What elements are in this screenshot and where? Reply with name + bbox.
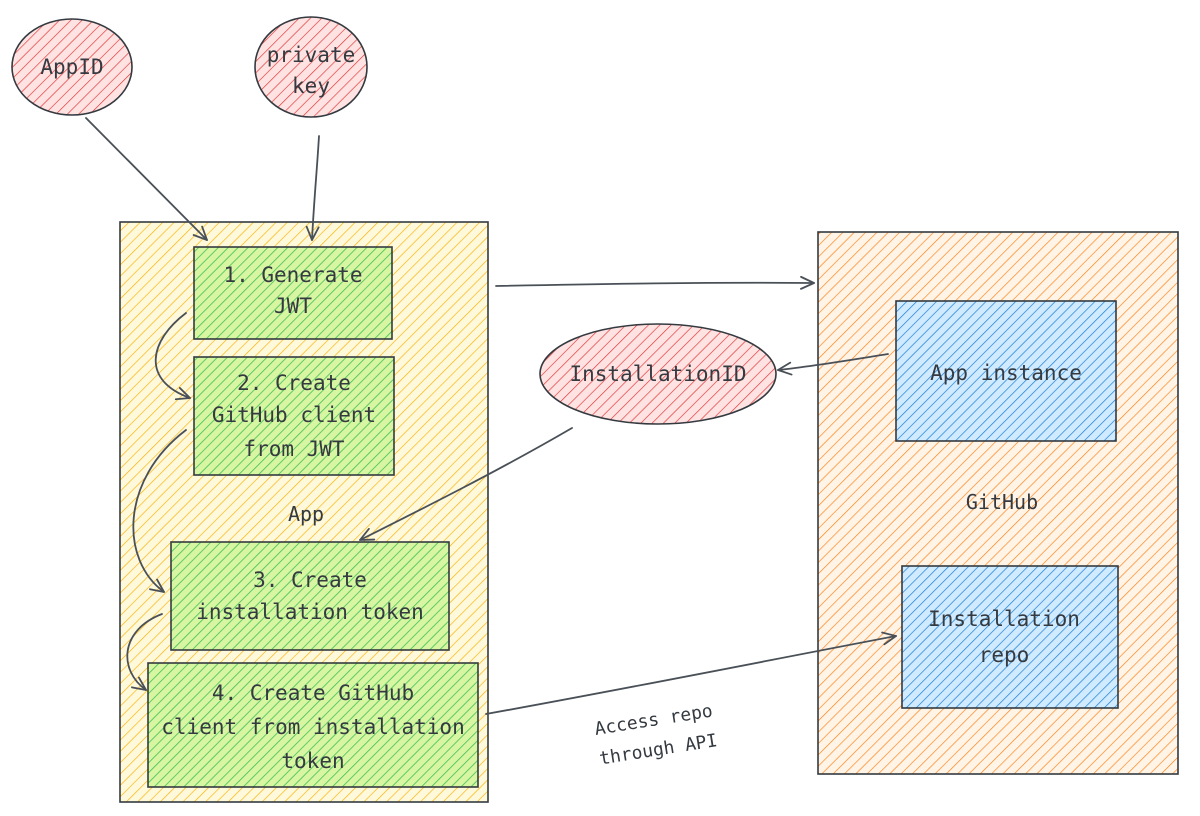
- step-generate-jwt-line2: JWT: [274, 294, 312, 318]
- access-repo-edge-label: Access repo through API: [593, 700, 719, 769]
- app-instance-label: App instance: [930, 361, 1082, 385]
- installation-repo-line2: repo: [979, 643, 1030, 667]
- step-client-from-token-line2: client from installation: [161, 715, 464, 739]
- step-installation-token-line2: installation token: [196, 600, 424, 624]
- private-key-label-line1: private: [267, 43, 356, 67]
- step-installation-token: 3. Create installation token: [170, 541, 450, 651]
- app-id-node: AppID: [11, 18, 133, 116]
- arrows: [85, 117, 897, 715]
- arrow-appid-to-generate-jwt: [85, 117, 208, 241]
- step-client-from-jwt-line1: 2. Create: [237, 371, 351, 395]
- step-client-from-jwt-line2: GitHub client: [212, 403, 376, 427]
- private-key-node: private key: [254, 16, 368, 118]
- arrow-step4-to-installation-repo: [485, 631, 897, 715]
- arrow-key-to-generate-jwt: [305, 135, 320, 241]
- arrow-step2-to-step3: [132, 429, 187, 593]
- step-generate-jwt: 1. Generate JWT: [193, 246, 393, 340]
- step-client-from-token-line1: 4. Create GitHub: [212, 681, 414, 705]
- arrow-jwt-to-github: [495, 275, 815, 290]
- github-label: GitHub: [966, 490, 1038, 514]
- step-installation-token-line1: 3. Create: [253, 568, 367, 592]
- step-client-from-token-line3: token: [281, 749, 344, 773]
- app-id-label: AppID: [40, 55, 103, 79]
- arrow-step1-to-step2: [154, 312, 191, 401]
- arrow-installation-id-to-step3: [359, 427, 573, 541]
- installation-repo-line1: Installation: [928, 607, 1080, 631]
- app-instance-box: App instance: [895, 300, 1117, 442]
- step-client-from-jwt-line3: from JWT: [243, 437, 345, 461]
- installation-repo-box: Installation repo: [901, 565, 1119, 709]
- installation-id-node: InstallationID: [539, 323, 777, 425]
- installation-id-label: InstallationID: [569, 362, 746, 386]
- step-client-from-token: 4. Create GitHub client from installatio…: [147, 662, 479, 788]
- arrow-app-instance-to-installation-id: [777, 353, 889, 376]
- private-key-label-line2: key: [292, 74, 330, 98]
- app-label: App: [288, 502, 324, 526]
- arrow-step3-to-step4: [126, 613, 163, 691]
- step-generate-jwt-line1: 1. Generate: [223, 263, 362, 287]
- step-client-from-jwt: 2. Create GitHub client from JWT: [193, 356, 395, 476]
